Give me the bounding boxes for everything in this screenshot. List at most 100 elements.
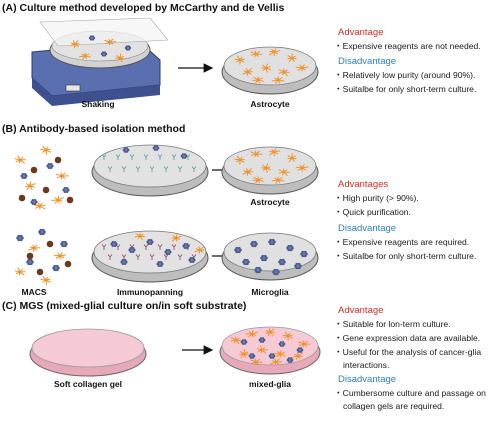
- advantage-title-c: Advantage: [338, 305, 384, 316]
- antibody-mark: [171, 244, 177, 250]
- microglia-cell: [188, 257, 196, 263]
- astrocyte-cell: [298, 340, 311, 348]
- astrocyte-cell: [250, 150, 263, 158]
- antibody-mark: [101, 244, 107, 250]
- astrocyte-cell: [53, 252, 67, 260]
- astrocyte-cell: [269, 148, 281, 157]
- microglia-cell: [16, 234, 24, 242]
- astrocyte-cell: [14, 155, 26, 164]
- astrocyte-cell: [278, 68, 290, 76]
- antibody-mark: [135, 166, 141, 172]
- antibody-mark: [115, 154, 121, 160]
- astrocyte-cell: [245, 330, 258, 338]
- microglia-cell: [268, 353, 276, 359]
- antibody-mark: [191, 166, 197, 172]
- astrocyte-cell: [270, 358, 283, 366]
- magnetic-bead: [46, 240, 54, 248]
- antibody-mark: [163, 166, 169, 172]
- disadvantage-title-a: Disadvantage: [338, 56, 397, 67]
- microglia-cell: [268, 238, 276, 246]
- advantage-item-c3: Useful for the analysis of cancer-glia: [334, 348, 482, 357]
- microglia-cell: [286, 244, 294, 252]
- astrocyte-cell: [70, 40, 80, 49]
- antibody-mark: [129, 154, 135, 160]
- astrocyte-cell: [287, 153, 297, 163]
- astrocyte-cell: [33, 202, 46, 210]
- caption-soft-collagen-gel: Soft collagen gel: [53, 379, 122, 389]
- astrocyte-cell: [250, 50, 263, 58]
- microglia-cell: [260, 254, 268, 262]
- astrocyte-cell: [271, 76, 285, 84]
- antibody-mark: [157, 244, 163, 250]
- astrocyte-cell: [269, 48, 281, 57]
- microglia-cell: [240, 339, 248, 345]
- microglia-cell: [164, 249, 172, 255]
- advantage-title-a: Advantage: [338, 27, 384, 38]
- disadvantage-item-a1: Relatively low purity (around 90%).: [334, 71, 476, 80]
- microglia-cell: [100, 51, 108, 57]
- magnetic-bead: [42, 186, 50, 194]
- microglia-cell: [122, 147, 130, 153]
- shaker-cell-cluster: [70, 35, 132, 63]
- magnetic-bead: [30, 166, 38, 174]
- astrocyte-cell: [115, 53, 125, 63]
- antibody-mark: [177, 254, 183, 260]
- astrocyte-cells-a: [234, 48, 309, 84]
- antibody-mark: [121, 166, 127, 172]
- shaker-icon: [31, 17, 169, 106]
- astrocyte-cell: [295, 64, 309, 72]
- disadvantage-title-c: Disadvantage: [338, 374, 397, 385]
- microglia-cell: [62, 187, 70, 193]
- macs-beads-top: [14, 145, 74, 210]
- magnetic-bead: [66, 196, 74, 204]
- disadvantage-item-a2: Suitalbe for only short-term culture.: [334, 85, 477, 94]
- magnetic-bead: [64, 260, 72, 268]
- microglia-cell: [278, 341, 286, 347]
- astrocyte-cell: [271, 176, 285, 184]
- microglia-cell: [182, 243, 190, 249]
- astrocyte-cell: [273, 350, 286, 358]
- microglia-cell: [296, 347, 304, 353]
- astrocyte-cell: [265, 328, 275, 337]
- antibody-mark: [149, 166, 155, 172]
- microglia-cell: [46, 163, 54, 169]
- antibody-mark: [171, 154, 177, 160]
- microglia-cell: [180, 153, 188, 159]
- caption-astrocyte-b: Astrocyte: [250, 197, 290, 207]
- disadvantage-item-b1: Expensive reagents are required.: [334, 238, 470, 247]
- astrocyte-cell: [55, 172, 69, 180]
- antibodies-top: [101, 145, 197, 172]
- astrocyte-cell: [252, 176, 265, 184]
- microglia-cell: [300, 250, 308, 258]
- astrocyte-cell: [14, 267, 26, 276]
- astrocyte-cell: [79, 52, 91, 60]
- advantage-item-a1: Expensive reagents are not needed.: [334, 42, 481, 51]
- microglia-cell: [124, 45, 132, 51]
- microglia-cell: [152, 145, 160, 151]
- astrocyte-cell: [295, 164, 309, 172]
- antibody-mark: [107, 166, 113, 172]
- microglia-cell: [234, 246, 242, 254]
- antibody-mark: [135, 254, 141, 260]
- advantage-item-c2: Gene expression data are available.: [334, 334, 481, 343]
- astrocyte-cell: [134, 232, 146, 241]
- magnetic-bead: [26, 252, 34, 260]
- astrocyte-cell: [252, 76, 265, 84]
- caption-astrocyte-a: Astrocyte: [250, 99, 290, 109]
- microglia-cell: [88, 35, 96, 41]
- immunopanning-dish-top: [91, 144, 209, 197]
- astrocyte-cell: [278, 168, 290, 176]
- macs-beads-bottom: [14, 228, 72, 285]
- microglia-cell: [38, 228, 46, 236]
- antibody-mark: [177, 166, 183, 172]
- antibodies-microglia-bottom: [101, 232, 205, 267]
- antibody-mark: [107, 254, 113, 260]
- astrocyte-cell: [230, 336, 242, 345]
- advantage-title-b: Advantages: [338, 179, 389, 190]
- antibody-mark: [163, 254, 169, 260]
- microglia-cell: [52, 264, 60, 272]
- antibody-mark: [121, 254, 127, 260]
- microglia-cell: [26, 258, 34, 266]
